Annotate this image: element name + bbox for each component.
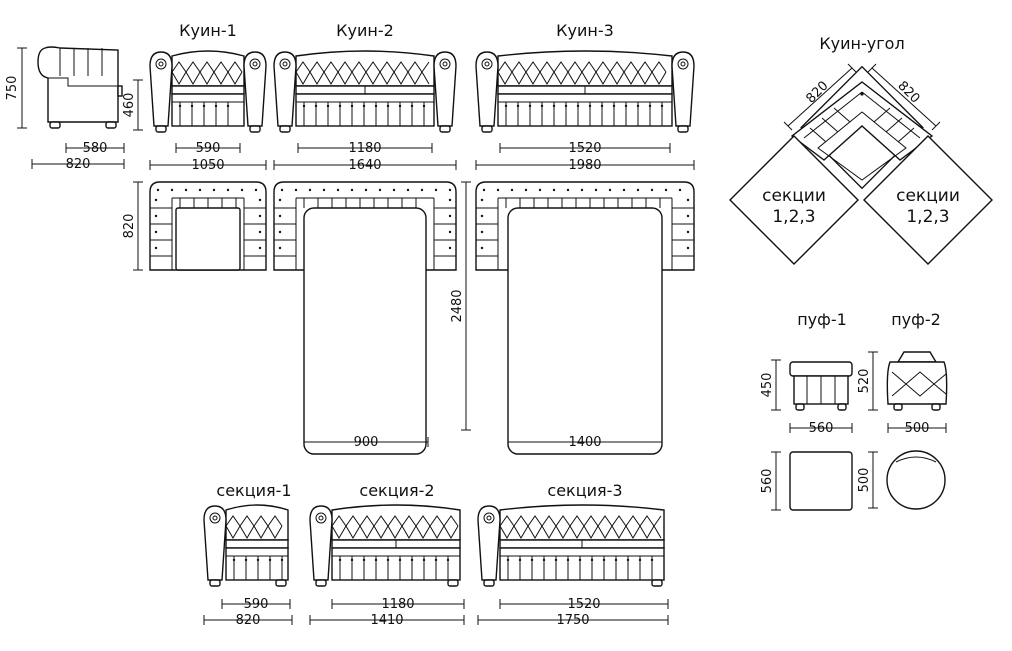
dim-s3-total: 1750 — [556, 613, 589, 628]
top-kuin1 — [149, 181, 267, 271]
section-2 — [309, 504, 461, 587]
corner-right-label-1: секции — [896, 186, 960, 206]
title-kuin1: Куин-1 — [179, 21, 237, 40]
dim-bed1-width: 900 — [354, 435, 379, 450]
dim-s3-seat: 1520 — [567, 597, 600, 612]
dim-s1-total: 820 — [236, 613, 261, 628]
dim-side-outer: 820 — [66, 157, 91, 172]
sofa-dimensions: 460 590 1050 1180 1640 1520 1980 820 248… — [122, 79, 695, 450]
sofa-top-views — [149, 181, 695, 455]
dim-k2-seat: 1180 — [348, 141, 381, 156]
dim-bed-length: 2480 — [450, 289, 465, 322]
side-view: 750 580 820 — [5, 46, 125, 172]
title-sekc2: секция-2 — [359, 481, 434, 500]
title-puf1: пуф-1 — [797, 310, 847, 329]
title-corner: Куин-угол — [819, 34, 904, 53]
title-kuin2: Куин-2 — [336, 21, 394, 40]
title-kuin3: Куин-3 — [556, 21, 614, 40]
top-kuin3 — [475, 181, 695, 455]
dim-k2-total: 1640 — [348, 158, 381, 173]
dim-s2-total: 1410 — [370, 613, 403, 628]
dim-depth: 820 — [122, 214, 137, 239]
dim-k3-total: 1980 — [568, 158, 601, 173]
sofa-kuin1 — [149, 50, 267, 133]
section-3 — [477, 504, 665, 587]
dim-p1-height: 450 — [760, 373, 775, 398]
dim-k1-total: 1050 — [191, 158, 224, 173]
dim-k1-height: 460 — [122, 93, 137, 118]
dim-p1-width: 560 — [809, 421, 834, 436]
sofa-kuin3 — [475, 50, 695, 133]
dim-s1-seat: 590 — [244, 597, 269, 612]
corner-right-label-2: 1,2,3 — [906, 207, 949, 227]
title-sekc3: секция-3 — [547, 481, 622, 500]
sofa-front-views — [149, 50, 695, 587]
dim-k1-seat: 590 — [196, 141, 221, 156]
dim-bed2-width: 1400 — [568, 435, 601, 450]
corner-left-label-2: 1,2,3 — [772, 207, 815, 227]
title-puf2: пуф-2 — [891, 310, 941, 329]
dim-side-height: 750 — [5, 76, 20, 101]
pouf-1: 450 560 560 — [760, 359, 853, 511]
pouf-2: 520 500 500 — [857, 351, 948, 510]
title-sekc1: секция-1 — [216, 481, 291, 500]
dim-p2-height: 520 — [857, 369, 872, 394]
dim-k3-seat: 1520 — [568, 141, 601, 156]
sofa-kuin2 — [273, 50, 457, 133]
dim-side-inner: 580 — [83, 141, 108, 156]
section-dimensions: 590 820 1180 1410 1520 1750 — [203, 597, 669, 628]
top-kuin2 — [273, 181, 457, 455]
dim-p1-top: 560 — [760, 469, 775, 494]
section-1 — [203, 504, 289, 587]
corner-left-label-1: секции — [762, 186, 826, 206]
dim-p2-width: 500 — [905, 421, 930, 436]
dim-s2-seat: 1180 — [381, 597, 414, 612]
corner-sofa: секции 1,2,3 секции 1,2,3 820 820 — [729, 63, 993, 265]
dim-p2-top: 500 — [857, 468, 872, 493]
